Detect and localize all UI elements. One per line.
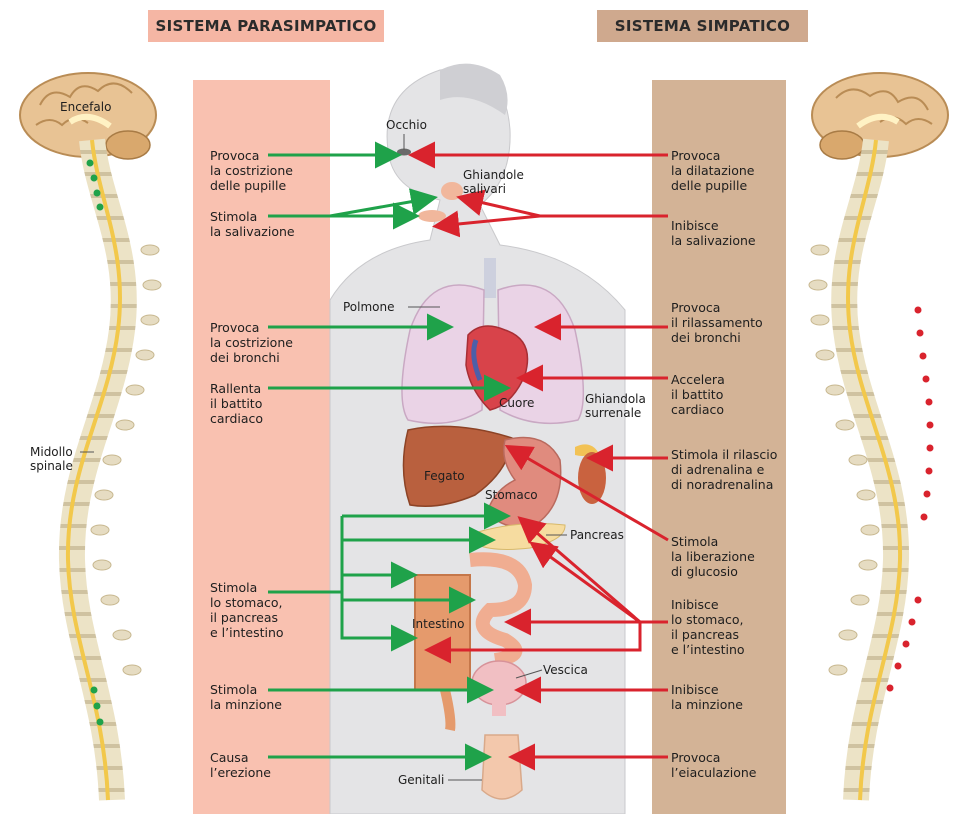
parasympathetic-effect-salivation: Stimola la salivazione <box>210 209 295 239</box>
sympathetic-effect-bronchi: Provoca il rilassamento dei bronchi <box>671 300 763 345</box>
sympathetic-effect-adrenaline: Stimola il rilascio di adrenalina e di n… <box>671 447 777 492</box>
sympathetic-effect-urination: Inibisce la minzione <box>671 682 743 712</box>
parasympathetic-effect-digestion: Stimola lo stomaco, il pancreas e l’inte… <box>210 580 284 640</box>
large-intestine-icon <box>415 575 470 690</box>
label-pancreas: Pancreas <box>570 528 624 542</box>
sympathetic-effect-ejaculation: Provoca l’eiaculazione <box>671 750 757 780</box>
parasympathetic-effect-heart: Rallenta il battito cardiaco <box>210 381 263 426</box>
sympathetic-effect-pupils: Provoca la dilatazione delle pupille <box>671 148 755 193</box>
parasympathetic-effect-pupils: Provoca la costrizione delle pupille <box>210 148 293 193</box>
salivary-gland-icon <box>441 182 463 200</box>
sympathetic-effect-digestion: Inibisce lo stomaco, il pancreas e l’int… <box>671 597 745 657</box>
label-lung: Polmone <box>343 300 395 314</box>
label-intestine: Intestino <box>412 617 464 631</box>
parasympathetic-effect-bronchi: Provoca la costrizione dei bronchi <box>210 320 293 365</box>
label-adrenal-gland: Ghiandola surrenale <box>585 392 646 420</box>
bladder-icon <box>472 661 526 705</box>
sympathetic-effect-glucose: Stimola la liberazione di glucosio <box>671 534 755 579</box>
genitals-icon <box>482 735 522 799</box>
label-eye: Occhio <box>386 118 427 132</box>
label-salivary-glands: Ghiandole salivari <box>463 168 524 196</box>
right-spine-figure <box>809 73 948 800</box>
label-genitals: Genitali <box>398 773 444 787</box>
label-liver: Fegato <box>424 469 465 483</box>
sympathetic-effect-salivation: Inibisce la salivazione <box>671 218 756 248</box>
left-spine-figure <box>20 73 161 800</box>
label-heart: Cuore <box>499 396 534 410</box>
label-spinal-cord: Midollo spinale <box>30 445 73 473</box>
label-bladder: Vescica <box>543 663 588 677</box>
parasympathetic-effect-erection: Causa l’erezione <box>210 750 271 780</box>
label-stomach: Stomaco <box>485 488 538 502</box>
parasympathetic-effect-urination: Stimola la minzione <box>210 682 282 712</box>
sympathetic-effect-heart: Accelera il battito cardiaco <box>671 372 725 417</box>
label-brain: Encefalo <box>60 100 111 114</box>
